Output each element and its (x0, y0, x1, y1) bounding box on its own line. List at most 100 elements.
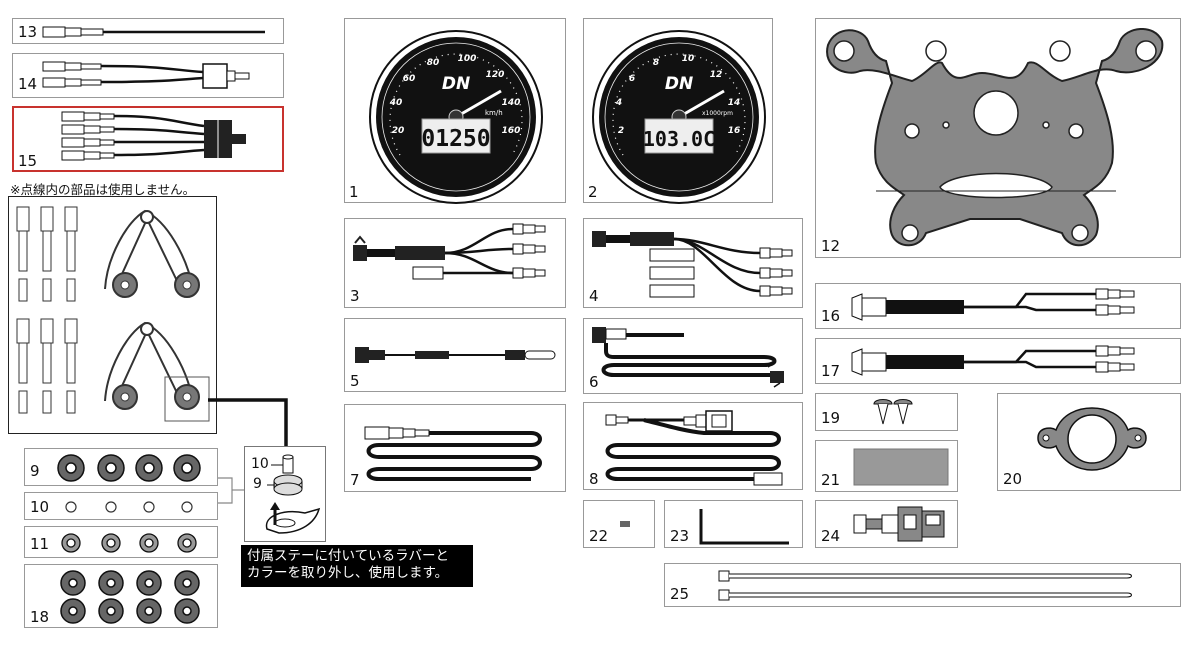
part-number: 2 (588, 183, 598, 201)
unused-parts-box (8, 196, 217, 434)
part-9-panel: 9 (24, 448, 218, 486)
part-number: 3 (350, 287, 360, 305)
washers-10 (65, 501, 193, 513)
part-2-panel: 2 103.0C DN x1000rpm 2 4 6 8 10 12 14 16 (583, 18, 773, 204)
part-7-panel: 7 (344, 404, 566, 492)
tachometer: 103.0C DN x1000rpm 2 4 6 8 10 12 14 16 (592, 30, 766, 204)
speed-tick: 140 (502, 98, 521, 108)
part-20-panel: 20 (997, 393, 1181, 491)
part-number: 23 (670, 527, 690, 545)
part-number: 10 (30, 498, 50, 516)
speed-tick: 120 (486, 70, 505, 80)
harness-4 (592, 231, 793, 298)
part-number: 13 (18, 23, 38, 41)
indicator-17 (851, 345, 1135, 376)
rivets-19 (873, 399, 913, 425)
unused-parts-note: ※点線内の部品は使用しません。 (10, 182, 196, 197)
tach-brand: DN (665, 74, 693, 94)
nuts-11 (61, 533, 197, 553)
harness-3 (353, 223, 546, 280)
tach-tick: 8 (653, 58, 659, 68)
part-19-panel: 19 (815, 393, 958, 431)
speed-unit: km/h (485, 109, 503, 117)
part-22-panel: 22 (583, 500, 655, 548)
part-number: 14 (18, 75, 38, 93)
tach-unit: x1000rpm (702, 110, 733, 117)
rubber-18 (60, 570, 200, 624)
part-number: 12 (821, 237, 841, 255)
speed-tick: 80 (427, 58, 440, 68)
instruction-box: 付属ステーに付いているラバーと カラーを取り外し、使用します。 (241, 545, 473, 587)
inset-label-9: 9 (253, 476, 262, 492)
unused-parts-drawing (16, 206, 210, 422)
part-13-panel: 13 (12, 18, 284, 44)
tach-tick: 10 (682, 54, 695, 64)
part-number: 11 (30, 535, 50, 553)
tach-tick: 16 (728, 126, 741, 136)
splitter-24 (853, 506, 945, 542)
tach-tick: 4 (615, 98, 622, 108)
hex-wrench-23 (699, 509, 789, 545)
rubber-grommets-9 (57, 454, 201, 482)
speed-tick: 160 (502, 126, 521, 136)
sponge-21 (853, 448, 949, 486)
tach-lcd: 103.0C (643, 127, 715, 151)
part-18-panel: 18 (24, 564, 218, 628)
speed-tick: 20 (392, 126, 405, 136)
part-15-panel: 15 (12, 106, 284, 172)
part-11-panel: 11 (24, 526, 218, 558)
speed-brand: DN (442, 74, 470, 94)
instruction-line-2: カラーを取り外し、使用します。 (247, 565, 449, 581)
tag-22 (620, 521, 630, 527)
part-23-panel: 23 (664, 500, 803, 548)
harness-14 (42, 61, 250, 89)
part-14-panel: 14 (12, 53, 284, 98)
part-24-panel: 24 (815, 500, 958, 548)
part-number: 17 (821, 362, 841, 380)
sensor-cable-5 (355, 347, 556, 363)
part-number: 5 (350, 372, 360, 390)
tach-tick: 2 (618, 126, 624, 136)
instruction-line-1: 付属ステーに付いているラバーと (247, 548, 449, 564)
part-number: 1 (349, 183, 359, 201)
part-number: 8 (589, 470, 599, 488)
part-21-panel: 21 (815, 440, 958, 492)
part-number: 7 (350, 471, 360, 489)
part-number: 22 (589, 527, 609, 545)
inset-label-10: 10 (251, 456, 269, 472)
gasket-20 (1037, 407, 1147, 471)
meter-bracket (826, 28, 1164, 247)
coiled-cable-7 (364, 426, 542, 481)
part-17-panel: 17 (815, 338, 1181, 384)
part-5-panel: 5 (344, 318, 566, 392)
part-8-panel: 8 (583, 402, 803, 490)
part-number: 24 (821, 527, 841, 545)
part-4-panel: 4 (583, 218, 803, 308)
part-number: 18 (30, 608, 50, 626)
part-6-panel: 6 (583, 318, 803, 394)
speed-tick: 100 (458, 54, 477, 64)
part-number: 20 (1003, 470, 1023, 488)
rubber-inset: 10 9 (244, 446, 326, 542)
cable-8 (605, 410, 783, 486)
part-number: 4 (589, 287, 599, 305)
indicator-16 (851, 288, 1135, 321)
part-number: 6 (589, 373, 599, 391)
tach-tick: 12 (710, 70, 723, 80)
rubber-collar-drawing (265, 454, 321, 534)
speed-tick: 40 (389, 98, 403, 108)
cable-ties-25 (718, 570, 1132, 601)
part-10-panel: 10 (24, 492, 218, 520)
tach-tick: 14 (728, 98, 741, 108)
speed-tick: 60 (403, 74, 416, 84)
coiled-cable-6 (592, 327, 784, 388)
part-number: 21 (821, 471, 841, 489)
part-16-panel: 16 (815, 283, 1181, 329)
speed-lcd: 01250 (421, 126, 490, 152)
part-number: 9 (30, 462, 40, 480)
terminal-wire-13 (42, 26, 265, 38)
part-3-panel: 3 (344, 218, 566, 308)
speedometer: 01250 DN km/h 20 40 60 80 100 120 140 16… (369, 30, 543, 204)
part-number: 25 (670, 585, 690, 603)
part-12-panel: 12 (815, 18, 1181, 258)
